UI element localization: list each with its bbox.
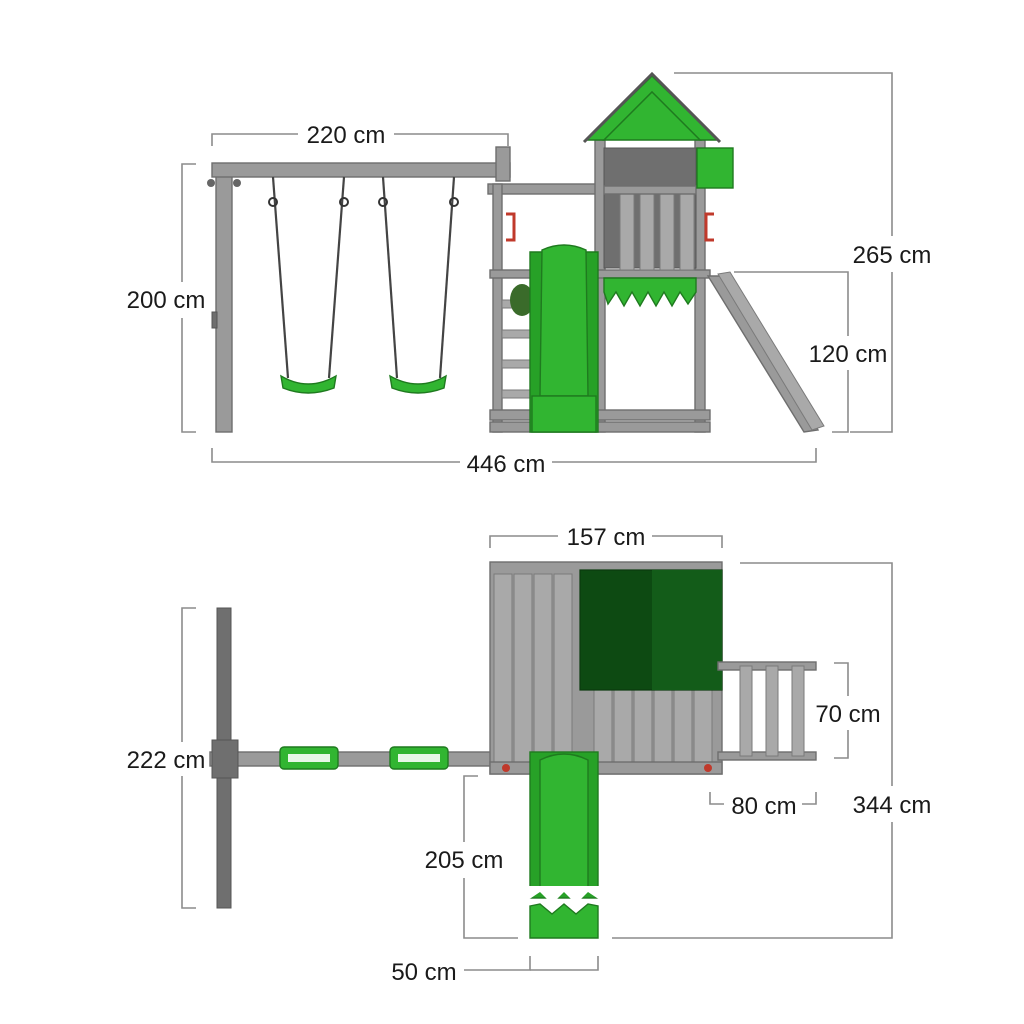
tower-width-label: 157 cm [567, 524, 646, 551]
dim-total-width: 446 cm [211, 448, 817, 478]
swing-depth-label: 222 cm [127, 747, 206, 774]
top-view: 157 cm 344 cm 222 cm 70 cm 80 cm 205 cm [127, 524, 932, 986]
swing-height-label: 200 cm [127, 287, 206, 314]
total-width-label: 446 cm [467, 451, 546, 478]
ladder-depth-label: 80 cm [731, 793, 796, 820]
dim-swing-depth: 222 cm [127, 607, 206, 909]
swing-frame-side [207, 146, 511, 433]
dim-ladder-depth: 80 cm [709, 792, 817, 820]
dim-ladder-width: 70 cm [815, 662, 881, 759]
swing-right [378, 176, 459, 394]
ladder-width-label: 70 cm [815, 701, 880, 728]
total-height-label: 265 cm [853, 242, 932, 269]
play-tower-top [489, 561, 817, 939]
swing-frame-top [209, 607, 495, 909]
swing-width-label: 220 cm [307, 122, 386, 149]
dim-swing-width: 220 cm [211, 122, 509, 149]
swing-left [268, 176, 349, 394]
dim-slide-width: 50 cm [391, 956, 599, 986]
dim-total-height: 265 cm [674, 72, 932, 433]
dim-slide-length: 205 cm [425, 775, 518, 939]
side-view: 220 cm 200 cm 446 cm 265 cm 120 cm [127, 71, 932, 478]
slide-width-label: 50 cm [391, 959, 456, 986]
total-depth-label: 344 cm [853, 792, 932, 819]
dim-tower-width: 157 cm [489, 524, 723, 551]
slide-length-label: 205 cm [425, 847, 504, 874]
dim-swing-height: 200 cm [127, 163, 206, 433]
dim-total-depth: 344 cm [612, 562, 932, 939]
dim-platform-height: 120 cm [734, 271, 888, 433]
play-tower-side [487, 71, 825, 433]
platform-height-label: 120 cm [809, 341, 888, 368]
